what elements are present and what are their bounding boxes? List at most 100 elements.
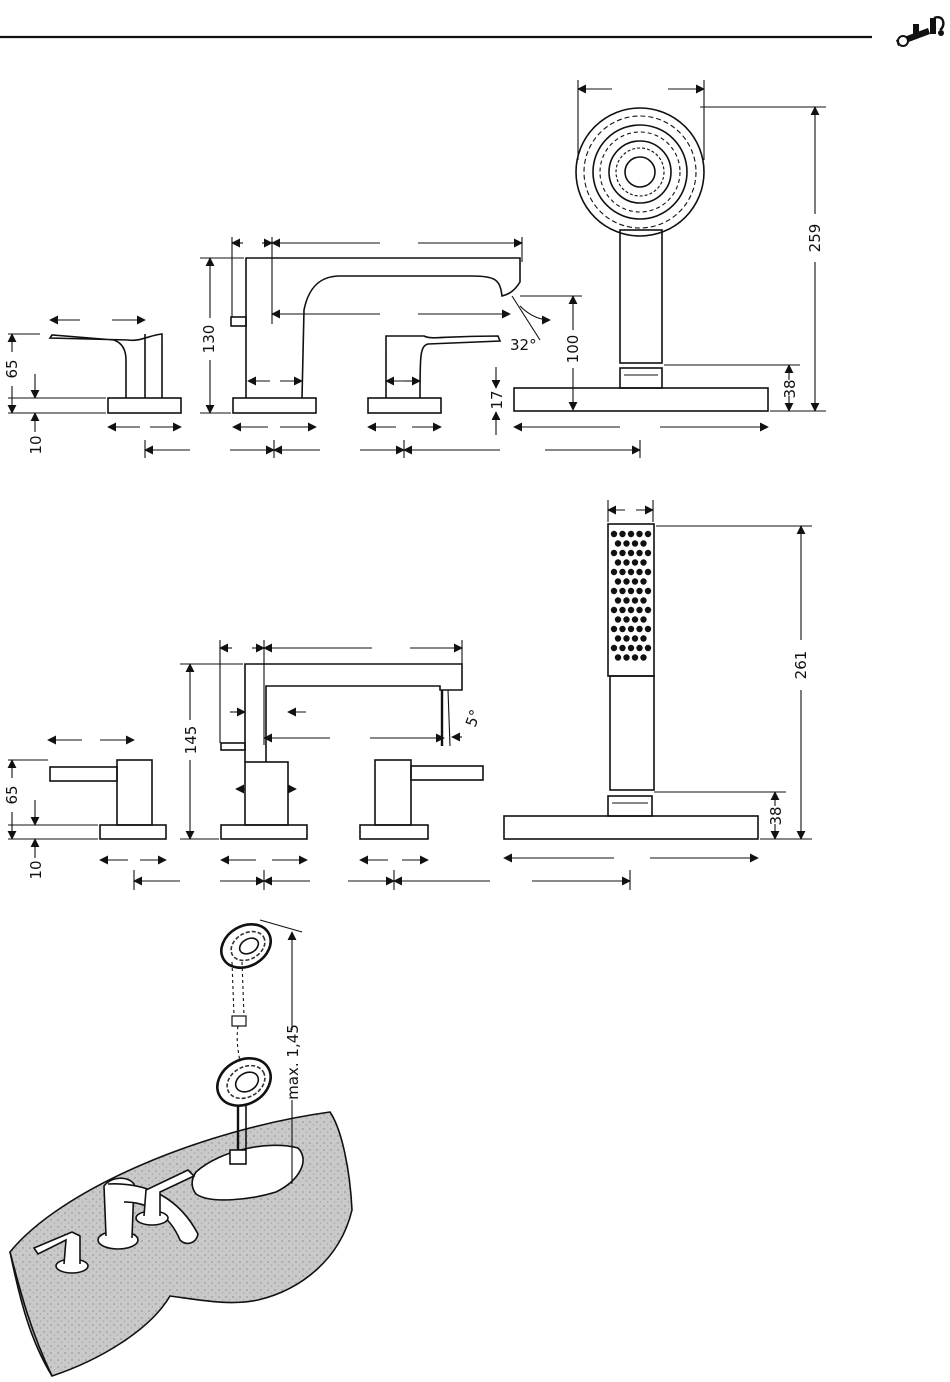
nozzle-dot [636,531,642,537]
nozzle-dot [628,550,634,556]
nozzle-dot [645,569,651,575]
handle-right-square [360,760,483,860]
nozzle-dot [619,531,625,537]
nozzle-dot [619,569,625,575]
nozzle-dot [611,550,617,556]
nozzle-dot [632,540,638,546]
nozzle-dot [615,654,621,660]
nozzle-dot [611,531,617,537]
outlet-height-label: 100 [564,335,582,364]
spout-height-label-2: 145 [182,726,200,755]
nozzle-dot [640,635,646,641]
nozzle-dot [628,588,634,594]
hand-shower-square [504,500,758,858]
nozzle-dot [628,607,634,613]
nozzle-dot [645,550,651,556]
shower-height-label: 259 [806,224,824,253]
nozzle-dot [632,616,638,622]
nozzle-dot [615,616,621,622]
nozzle-dot [640,616,646,622]
shower-height-label-2: 261 [792,651,810,680]
nozzle-dot [615,540,621,546]
nozzle-dot [611,607,617,613]
nozzle-dot [628,569,634,575]
nozzle-dot [628,626,634,632]
view-round-set: 65 10 130 [3,80,826,458]
bath-mixer-icon [896,17,944,46]
hose-length-label: max. 1,45 [284,1024,302,1100]
view-square-set: 65 10 [3,500,812,890]
nozzle-dot [640,559,646,565]
angle-label: 32° [510,336,537,354]
nozzle-dot [640,597,646,603]
nozzle-dot [611,588,617,594]
nozzle-dot [615,578,621,584]
nozzle-dot [640,540,646,546]
hand-shower-round [514,80,768,427]
nozzle-dot [623,540,629,546]
nozzle-dot [636,550,642,556]
nozzle-dot [623,635,629,641]
angle-label-2: 5° [462,707,485,729]
handle-left-square [48,740,166,860]
nozzle-dot [640,578,646,584]
dim-spacing-round [145,440,640,458]
deck-thickness-label-2: 10 [27,860,45,879]
nozzle-dot [640,654,646,660]
dim-spacing-square [134,870,630,890]
nozzle-dot [615,597,621,603]
nozzle-dot [632,597,638,603]
dim-spout-height-square: 145 [180,664,243,839]
nozzle-dot [615,635,621,641]
nozzle-dot [645,588,651,594]
holder-height-label-2: 38 [767,806,785,825]
nozzle-dot [611,645,617,651]
dim-base-height-round: 17 [488,367,506,435]
base-height-label: 17 [488,390,506,409]
nozzle-dot [645,645,651,651]
nozzle-dot [619,588,625,594]
deck-thickness-label: 10 [27,435,45,454]
nozzle-dot [623,597,629,603]
nozzle-dot [615,559,621,565]
nozzle-dot [645,626,651,632]
handle-height-label: 65 [3,359,21,378]
handle-right-round [368,336,500,427]
nozzle-dot [619,607,625,613]
dim-spout-height-round: 130 [200,258,244,413]
view-isometric: max. 1,45 [10,916,352,1376]
nozzle-dot [611,626,617,632]
dim-angle-square: 5° [442,690,485,746]
handle-height-label-2: 65 [3,785,21,804]
nozzle-dot [632,559,638,565]
dim-angle-round: 32° [510,296,550,354]
dim-shower-height-round: 38 259 [664,107,826,411]
nozzle-dot [645,531,651,537]
nozzle-dot [636,569,642,575]
shower-nozzles [611,531,651,661]
nozzle-dot [632,654,638,660]
iso-hand-shower-raised [213,916,278,1062]
nozzle-dot [636,645,642,651]
handle-left-round [50,320,181,427]
holder-height-label: 38 [781,379,799,398]
nozzle-dot [619,626,625,632]
nozzle-dot [636,607,642,613]
iso-hand-shower-docked [209,1049,279,1115]
nozzle-dot [623,578,629,584]
nozzle-dot [619,550,625,556]
nozzle-dot [628,531,634,537]
dim-shower-height-square: 38 261 [654,526,812,839]
nozzle-dot [628,645,634,651]
nozzle-dot [611,569,617,575]
dim-handle-height-round: 65 10 [3,334,106,455]
nozzle-dot [645,607,651,613]
nozzle-dot [632,635,638,641]
header [0,17,944,46]
nozzle-dot [619,645,625,651]
nozzle-dot [623,654,629,660]
nozzle-dot [632,578,638,584]
nozzle-dot [636,626,642,632]
spout-square [220,640,462,860]
